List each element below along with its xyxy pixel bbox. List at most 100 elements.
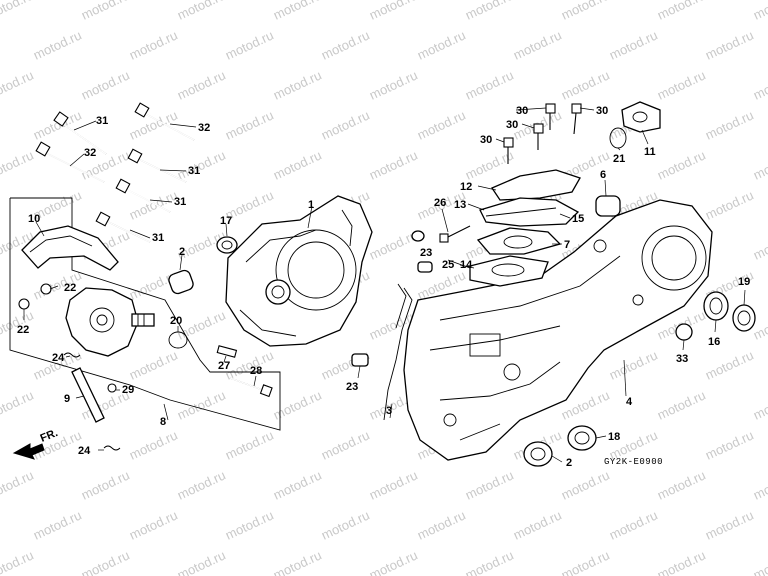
watermark-text: motod.ru <box>127 427 180 462</box>
bolt-32-a <box>134 102 195 141</box>
watermark-text: motod.ru <box>703 187 756 222</box>
callout-2: 2 <box>179 246 185 258</box>
watermark-text: motod.ru <box>751 0 768 23</box>
callout-28: 28 <box>250 365 262 377</box>
watermark-text: motod.ru <box>559 67 612 102</box>
watermark-text: motod.ru <box>175 467 228 502</box>
watermark-text: motod.ru <box>655 147 708 182</box>
watermark-text: motod.ru <box>655 467 708 502</box>
watermark-text: motod.ru <box>607 507 660 542</box>
callout-31: 31 <box>96 115 108 127</box>
watermark-text: motod.ru <box>175 547 228 576</box>
bolt-31-a <box>53 111 107 155</box>
watermark-text: motod.ru <box>175 147 228 182</box>
watermark-text: motod.ru <box>367 0 420 23</box>
watermark-text: motod.ru <box>367 147 420 182</box>
callout-31: 31 <box>188 165 200 177</box>
watermark-text: motod.ru <box>271 547 324 576</box>
watermark-text: motod.ru <box>367 227 420 262</box>
watermark-text: motod.ru <box>79 67 132 102</box>
callout-24: 24 <box>78 445 91 457</box>
watermark-text: motod.ru <box>415 507 468 542</box>
bolt-31-c <box>115 178 171 213</box>
watermark-text: motod.ru <box>463 0 516 23</box>
callout-22: 22 <box>64 282 76 294</box>
bolt-32-b <box>35 141 105 183</box>
watermark-text: motod.ru <box>175 307 228 342</box>
callout-9: 9 <box>64 393 70 405</box>
callout-33: 33 <box>676 353 688 365</box>
callout-1: 1 <box>308 199 314 211</box>
watermark-text: motod.ru <box>703 107 756 142</box>
watermark-text: motod.ru <box>607 27 660 62</box>
watermark-text: motod.ru <box>127 27 180 62</box>
callout-31: 31 <box>152 232 164 244</box>
watermark-text: motod.ru <box>751 547 768 576</box>
watermark-text: motod.ru <box>223 427 276 462</box>
callout-8: 8 <box>160 416 166 428</box>
watermark-text: motod.ru <box>703 27 756 62</box>
watermark-text: motod.ru <box>175 387 228 422</box>
watermark-text: motod.ru <box>415 107 468 142</box>
right-crankcase <box>403 199 713 461</box>
watermark-text: motod.ru <box>655 0 708 23</box>
callout-22: 22 <box>17 324 29 336</box>
oil-pump-group-outline <box>9 197 281 431</box>
watermark-text: motod.ru <box>559 467 612 502</box>
watermark-text: motod.ru <box>271 67 324 102</box>
watermark-text: motod.ru <box>0 0 36 23</box>
callout-23: 23 <box>346 381 358 393</box>
watermark-text: motod.ru <box>367 547 420 576</box>
watermark-text: motod.ru <box>0 467 36 502</box>
watermark-text: motod.ru <box>655 387 708 422</box>
right-bearings-and-seals <box>523 195 756 467</box>
callout-26: 26 <box>434 197 446 209</box>
watermark-text: motod.ru <box>79 0 132 23</box>
watermark-text: motod.ru <box>79 547 132 576</box>
watermark-text: motod.ru <box>463 467 516 502</box>
callout-2: 2 <box>566 457 572 469</box>
watermark-text: motod.ru <box>175 0 228 23</box>
callout-25: 25 <box>442 259 454 271</box>
watermark-text: motod.ru <box>271 387 324 422</box>
callout-23: 23 <box>420 247 432 259</box>
callout-30: 30 <box>596 105 608 117</box>
callout-4: 4 <box>626 396 633 408</box>
callout-13: 13 <box>454 199 466 211</box>
watermark-text: motod.ru <box>127 347 180 382</box>
front-arrow-icon <box>12 443 45 460</box>
watermark-text: motod.ru <box>271 467 324 502</box>
watermark-text: motod.ru <box>559 0 612 23</box>
watermark-text: motod.ru <box>463 67 516 102</box>
watermark-text: motod.ru <box>31 507 84 542</box>
callout-11: 11 <box>644 146 656 158</box>
watermark-text: motod.ru <box>319 107 372 142</box>
watermark-text: motod.ru <box>415 27 468 62</box>
watermark-text: motod.ru <box>319 507 372 542</box>
watermark-text: motod.ru <box>559 547 612 576</box>
long-bolts <box>35 102 195 243</box>
callout-30: 30 <box>506 119 518 131</box>
diagram-code: GY2K-E0900 <box>604 457 663 467</box>
watermark-text: motod.ru <box>223 507 276 542</box>
watermark-text: motod.ru <box>751 67 768 102</box>
watermark-text: motod.ru <box>751 387 768 422</box>
watermark-text: motod.ru <box>655 547 708 576</box>
watermark-text: motod.ru <box>0 387 36 422</box>
bolt-31-b <box>127 148 187 183</box>
watermark-text: motod.ru <box>175 67 228 102</box>
watermark-text: motod.ru <box>79 467 132 502</box>
callout-20: 20 <box>170 315 182 327</box>
callout-32: 32 <box>84 147 96 159</box>
watermark-text: motod.ru <box>751 467 768 502</box>
watermark-text: motod.ru <box>127 507 180 542</box>
callout-21: 21 <box>613 153 625 165</box>
callout-3: 3 <box>386 405 392 417</box>
leader-lines <box>23 107 746 463</box>
callout-6: 6 <box>600 169 606 181</box>
watermark-text: motod.ru <box>703 427 756 462</box>
watermark-text: motod.ru <box>367 467 420 502</box>
watermark-text: motod.ru <box>0 547 36 576</box>
callout-12: 12 <box>460 181 472 193</box>
watermark-text: motod.ru <box>31 107 84 142</box>
